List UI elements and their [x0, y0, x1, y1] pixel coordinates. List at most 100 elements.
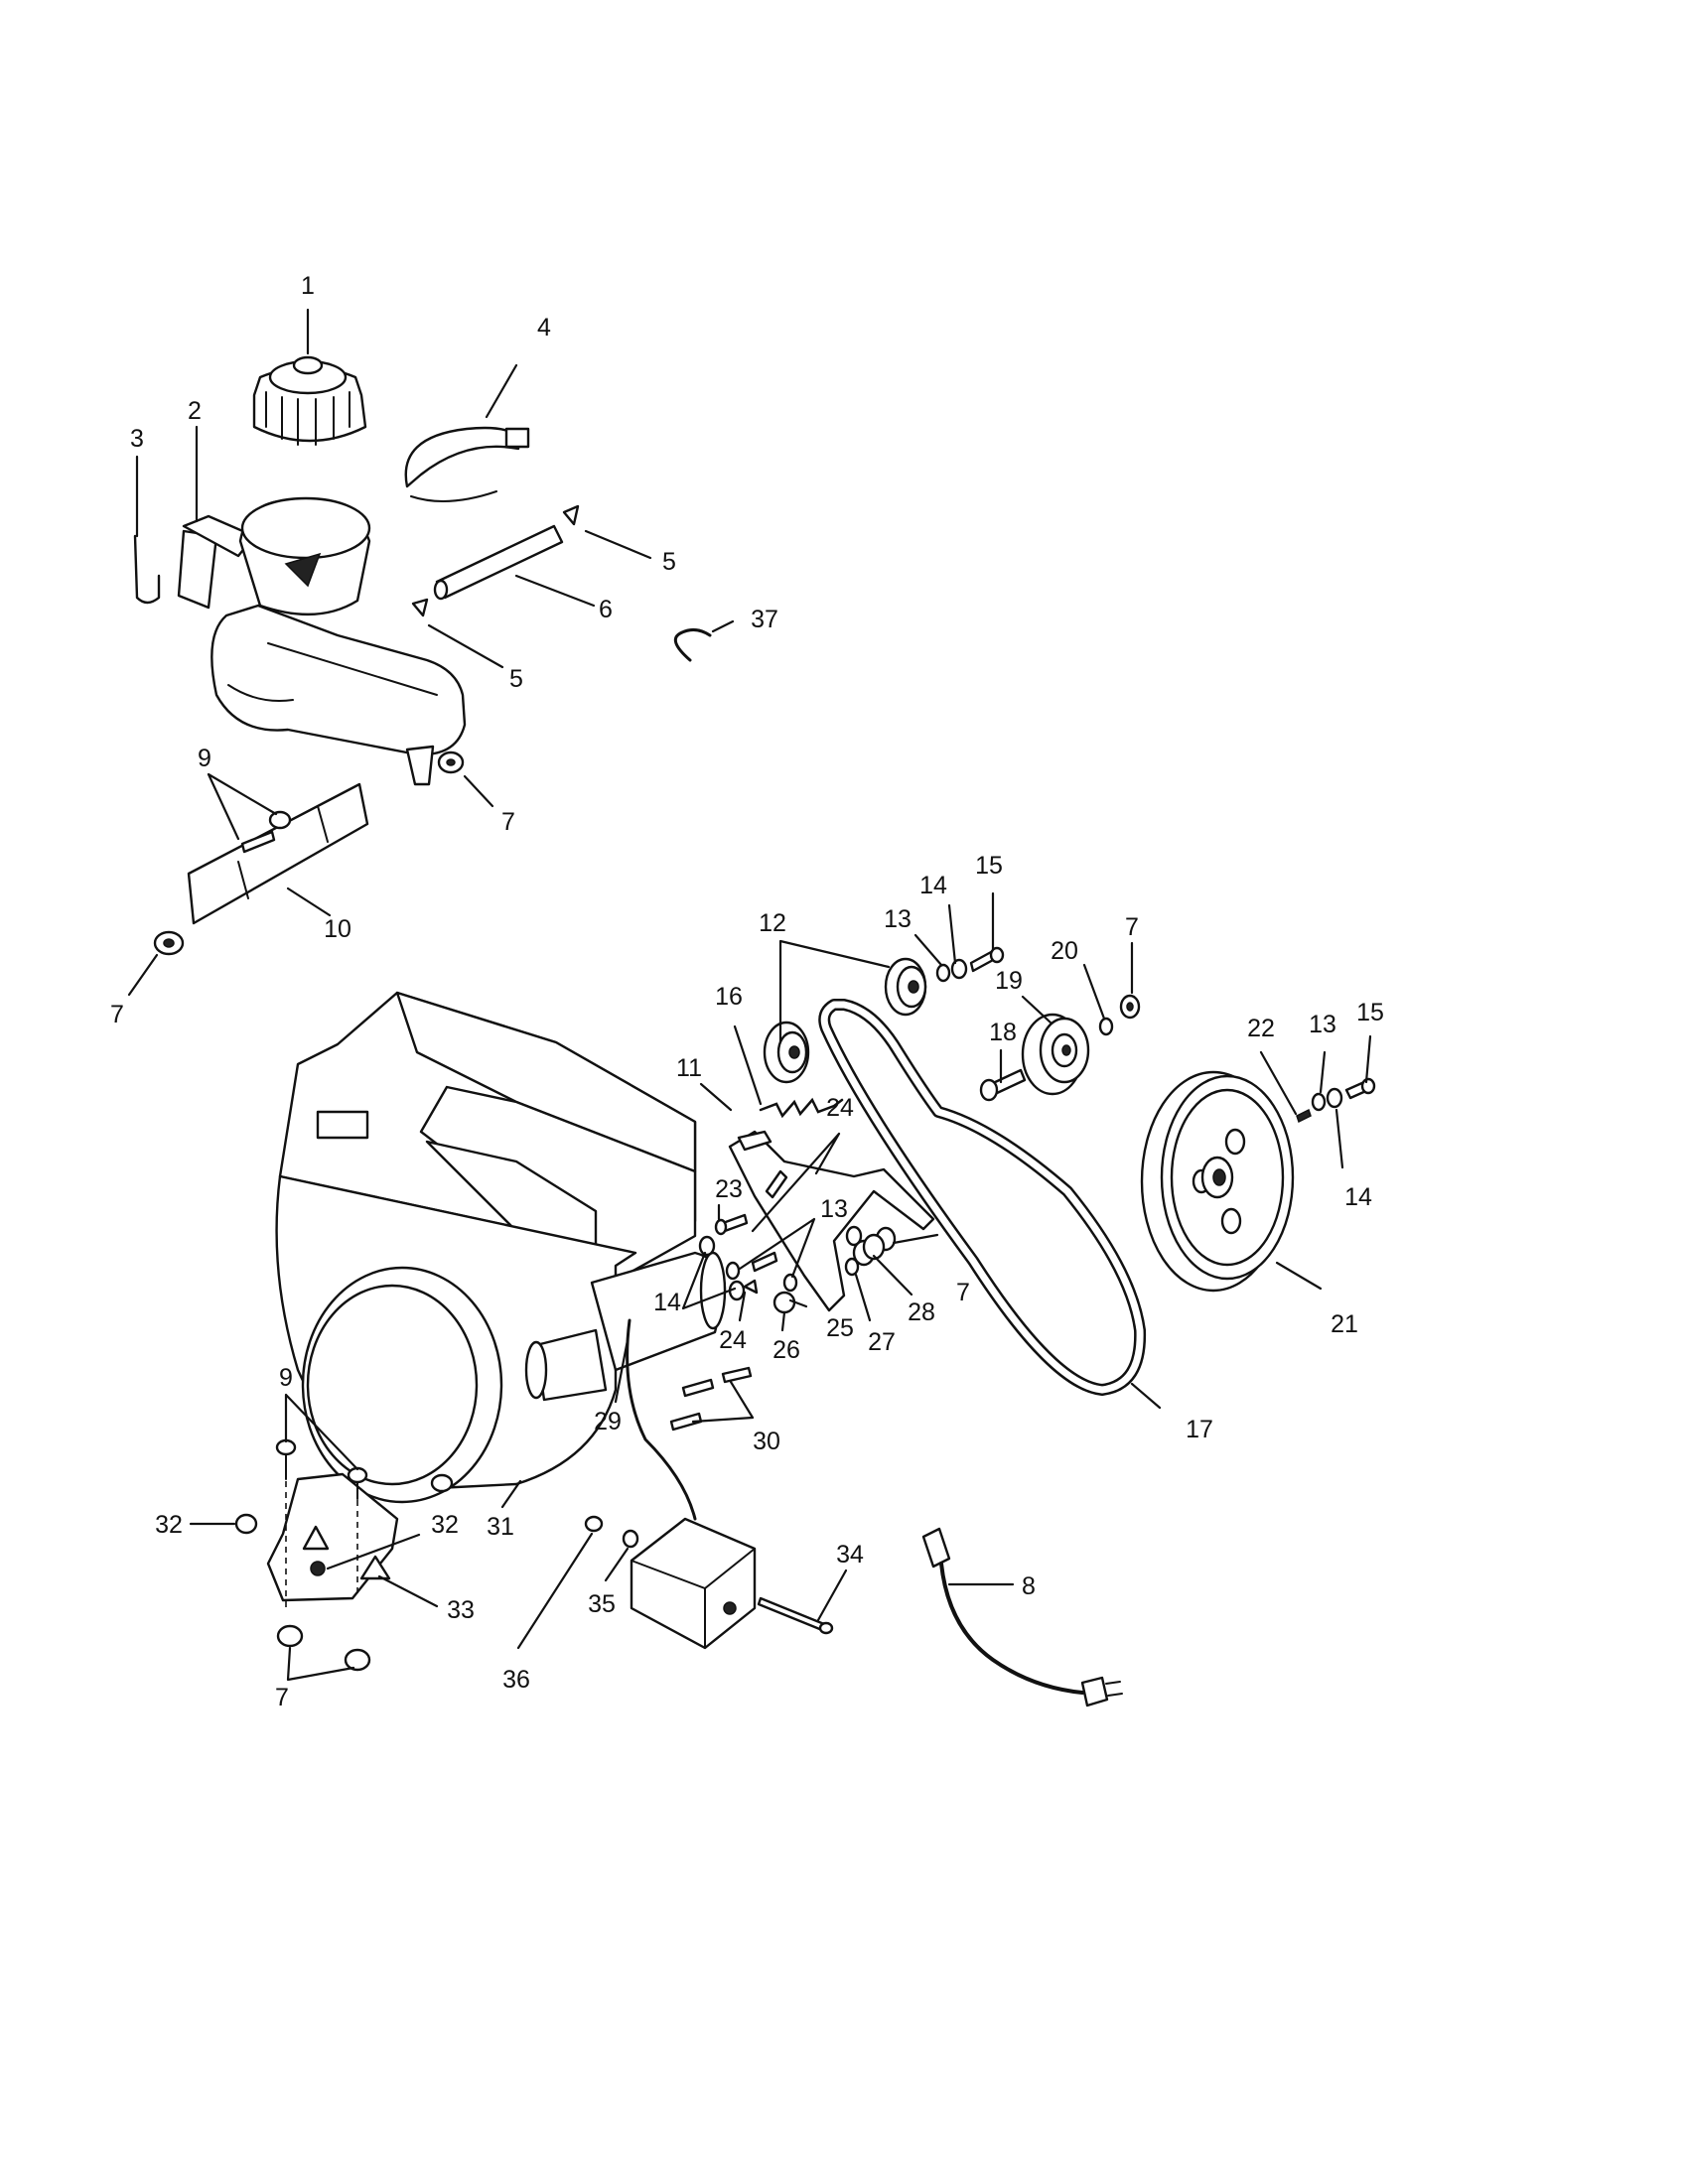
callout-2: 2	[188, 397, 202, 425]
callout-24-upper: 24	[826, 1094, 854, 1122]
callout-13-pulley: 13	[1309, 1011, 1336, 1038]
pulley-bolt-upper	[969, 946, 1005, 973]
fuel-tank	[177, 496, 467, 786]
starter-nut	[584, 1515, 604, 1533]
callout-16: 16	[715, 983, 743, 1011]
callout-3: 3	[130, 425, 144, 453]
idler-pulley-main	[1021, 1013, 1090, 1096]
callout-4: 4	[537, 314, 551, 341]
starter-screw	[757, 1596, 834, 1635]
callout-35: 35	[588, 1590, 616, 1618]
callout-5-lower: 5	[509, 665, 523, 693]
callout-14-pulley: 14	[1344, 1183, 1372, 1211]
callout-15-upper: 15	[975, 852, 1003, 880]
pulley-key	[1296, 1108, 1312, 1124]
callout-34: 34	[836, 1541, 864, 1569]
engine	[275, 991, 727, 1504]
callout-24-lower: 24	[719, 1326, 747, 1354]
lock-nut-tank	[437, 751, 465, 774]
idler-washer	[1098, 1017, 1114, 1036]
callout-8: 8	[1022, 1572, 1036, 1600]
callout-7-mount: 7	[275, 1684, 289, 1711]
callout-numbers: 1 2 3 4 5 5 6 37 7 9 10 7 12 13 14 15 7 …	[110, 272, 1384, 1711]
callout-14-bracket: 14	[653, 1289, 681, 1316]
fuel-cap	[252, 355, 367, 446]
callout-14-upper: 14	[919, 872, 947, 899]
engine-pulley	[1140, 1070, 1295, 1293]
tank-bracket	[133, 534, 161, 605]
callout-15-pulley: 15	[1356, 999, 1384, 1026]
mount-grommet-b	[344, 1648, 371, 1672]
idler-pulley-lower	[763, 1021, 810, 1084]
callout-27: 27	[868, 1328, 896, 1356]
bracket-bolt-lower	[751, 1251, 778, 1273]
pulley-washers	[1311, 1087, 1343, 1112]
callout-19: 19	[995, 967, 1023, 995]
callout-1: 1	[301, 272, 315, 300]
callout-7-bracket: 7	[956, 1279, 970, 1306]
callout-7-tank: 7	[501, 808, 515, 836]
callout-12: 12	[759, 909, 786, 937]
bracket-bolt	[714, 1213, 749, 1236]
callout-7-support: 7	[110, 1001, 124, 1028]
fuel-line	[433, 524, 564, 601]
mount-grommet-a	[276, 1624, 304, 1648]
callout-23: 23	[715, 1175, 743, 1203]
lock-nut-support	[153, 930, 185, 956]
idler-spring	[759, 1097, 844, 1119]
callout-13-upper: 13	[884, 905, 912, 933]
hose-clip-upper	[562, 504, 580, 526]
pulley-bolt	[1344, 1077, 1376, 1100]
callout-9-mount: 9	[279, 1364, 293, 1392]
tank-support	[187, 782, 369, 925]
callout-20: 20	[1051, 937, 1078, 965]
mount-nut-left	[234, 1513, 258, 1535]
callout-25: 25	[826, 1314, 854, 1342]
callout-36: 36	[502, 1666, 530, 1694]
callout-31: 31	[487, 1513, 514, 1541]
callout-30: 30	[753, 1428, 780, 1455]
callout-33: 33	[447, 1596, 475, 1624]
callout-7-idler: 7	[1125, 913, 1139, 941]
idler-bolt	[979, 1068, 1027, 1102]
mount-bolt-a	[275, 1438, 297, 1480]
callout-17: 17	[1186, 1416, 1213, 1443]
callout-9-support: 9	[198, 745, 211, 772]
hose-clip-lower	[411, 598, 429, 617]
bracket-bushing	[852, 1233, 886, 1267]
callout-21: 21	[1331, 1310, 1358, 1338]
drive-belt	[818, 999, 1147, 1396]
engine-mount-plate	[266, 1459, 399, 1608]
bracket-spacer-small	[844, 1257, 860, 1277]
callout-13-bracket: 13	[820, 1195, 848, 1223]
starter-washer	[622, 1529, 639, 1549]
callout-28: 28	[908, 1298, 935, 1326]
callout-5-upper: 5	[662, 548, 676, 576]
callout-32-left: 32	[155, 1511, 183, 1539]
carriage-bolt-support	[240, 810, 292, 854]
callout-22: 22	[1247, 1015, 1275, 1042]
callout-10: 10	[324, 915, 351, 943]
retaining-ring	[673, 628, 712, 662]
leader-lines	[127, 308, 1372, 1682]
bracket-clip	[743, 1279, 759, 1295]
bracket-washers	[698, 1225, 897, 1301]
bracket-spacer	[772, 1291, 796, 1314]
mounting-screws	[669, 1366, 753, 1432]
extension-cord	[921, 1527, 1123, 1707]
callout-6: 6	[599, 596, 613, 623]
starter-switch-box	[630, 1517, 757, 1650]
callout-32-right: 32	[431, 1511, 459, 1539]
callout-18: 18	[989, 1019, 1017, 1046]
callout-11: 11	[676, 1054, 702, 1082]
idler-bracket	[728, 1130, 935, 1312]
callout-29: 29	[594, 1408, 622, 1435]
hose-clamp	[404, 426, 530, 502]
callout-37: 37	[751, 606, 778, 633]
starter-cord	[626, 1318, 697, 1521]
idler-pulley-upper	[884, 957, 927, 1017]
pulley-washers-upper	[935, 958, 968, 983]
callout-26: 26	[772, 1336, 800, 1364]
idler-nut	[1119, 994, 1141, 1020]
